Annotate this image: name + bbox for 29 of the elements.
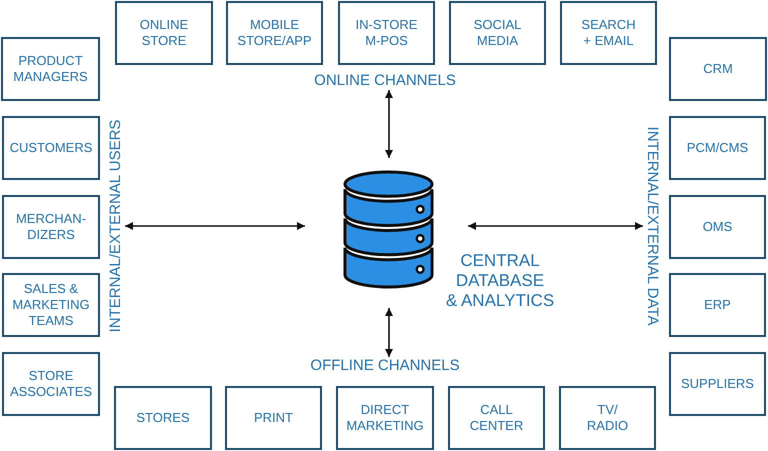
vertical-group-label: INTERNAL/EXTERNAL USERS — [107, 120, 125, 332]
double-arrow — [385, 90, 393, 158]
user-group-box: MERCHAN- DIZERS — [2, 195, 100, 259]
online-channel-box: MOBILE STORE/APP — [226, 1, 323, 65]
group-label: ONLINE CHANNELS — [314, 72, 456, 90]
user-group-box: SALES & MARKETING TEAMS — [2, 273, 100, 337]
online-channel-box: SEARCH + EMAIL — [560, 1, 657, 65]
offline-channel-box: DIRECT MARKETING — [336, 386, 434, 450]
vertical-group-label: INTERNAL/EXTERNAL DATA — [643, 126, 661, 326]
double-arrow — [385, 308, 393, 357]
double-arrow — [125, 222, 305, 230]
offline-channel-box: PRINT — [225, 386, 322, 450]
user-group-box: PRODUCT MANAGERS — [1, 37, 100, 101]
data-source-box: PCM/CMS — [669, 116, 766, 180]
online-channel-box: ONLINE STORE — [115, 1, 213, 65]
online-channel-box: IN-STORE M-POS — [338, 1, 435, 65]
offline-channel-box: STORES — [114, 386, 212, 450]
data-source-box: SUPPLIERS — [669, 352, 766, 416]
double-arrow — [468, 222, 643, 230]
user-group-box: STORE ASSOCIATES — [2, 352, 100, 416]
data-source-box: CRM — [669, 37, 767, 101]
offline-channel-box: TV/ RADIO — [559, 386, 656, 450]
online-channel-box: SOCIAL MEDIA — [449, 1, 546, 65]
data-source-box: OMS — [669, 195, 766, 259]
user-group-box: CUSTOMERS — [2, 116, 100, 180]
offline-channel-box: CALL CENTER — [448, 386, 545, 450]
database-caption: CENTRAL DATABASE & ANALYTICS — [446, 251, 554, 311]
group-label: OFFLINE CHANNELS — [310, 357, 460, 375]
data-source-box: ERP — [669, 273, 766, 337]
